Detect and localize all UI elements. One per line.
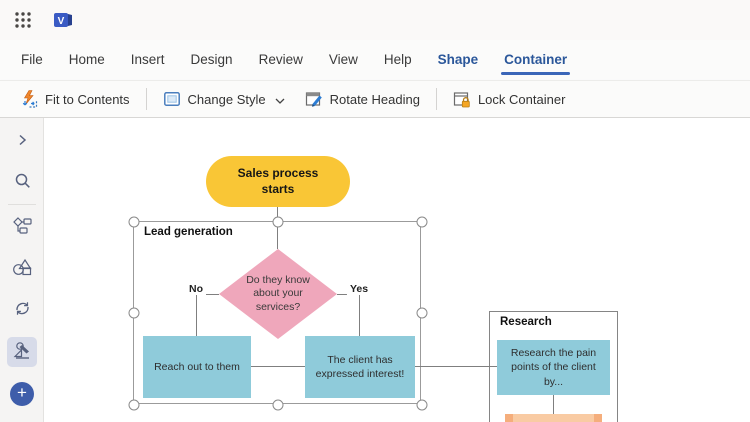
no-edge-label[interactable]: No	[186, 283, 206, 295]
selection-handle[interactable]	[128, 216, 140, 228]
connector-interest-research[interactable]	[415, 366, 497, 367]
drawing-tools-button[interactable]	[7, 337, 37, 367]
chevron-right-icon	[14, 132, 30, 153]
start-shape[interactable]: Sales process starts	[206, 156, 350, 207]
start-shape-label: Sales process starts	[237, 165, 319, 196]
menu-file[interactable]: File	[21, 52, 43, 67]
selection-handle[interactable]	[128, 399, 140, 411]
selection-handle[interactable]	[416, 307, 428, 319]
change-style-icon	[163, 90, 181, 108]
connector-no-h[interactable]	[196, 294, 219, 295]
menu-design[interactable]: Design	[190, 52, 233, 67]
connector-no-v[interactable]	[196, 294, 197, 336]
selection-handle[interactable]	[272, 399, 284, 411]
toolbar-divider	[145, 88, 147, 110]
research-title: Research	[500, 316, 552, 328]
research-task-shape[interactable]: Research the pain points of the client b…	[497, 340, 610, 395]
menu-home[interactable]: Home	[68, 52, 105, 67]
tab-shape[interactable]: Shape	[437, 52, 479, 67]
tab-container[interactable]: Container	[491, 40, 580, 80]
toolbar-divider	[435, 88, 437, 110]
sidebar-divider	[8, 204, 36, 205]
shapes-panel-button[interactable]	[7, 212, 37, 242]
fit-to-contents-button[interactable]: Fit to Contents	[10, 85, 140, 113]
svg-text:V: V	[58, 16, 65, 27]
change-style-label: Change Style	[187, 91, 266, 107]
connector-yes-v[interactable]	[359, 294, 360, 336]
selection-handle[interactable]	[128, 307, 140, 319]
ribbon-toolbar: Fit to Contents Change Style Rotate Head…	[0, 80, 750, 118]
diagram-canvas[interactable]: Sales process starts Lead generation Do …	[44, 118, 750, 422]
lock-container-label: Lock Container	[477, 91, 566, 107]
fit-to-contents-label: Fit to Contents	[45, 91, 130, 107]
visio-logo-icon[interactable]: V	[52, 10, 74, 30]
selection-handle[interactable]	[416, 216, 428, 228]
rotate-heading-icon	[305, 90, 323, 108]
interest-shape[interactable]: The client has expressed interest!	[305, 336, 415, 398]
change-style-button[interactable]: Change Style	[153, 85, 295, 113]
reach-out-label: Reach out to them	[154, 360, 240, 373]
connector-research-subprocess[interactable]	[553, 395, 554, 414]
menu-insert[interactable]: Insert	[130, 52, 165, 67]
add-page-button[interactable]: +	[10, 382, 34, 406]
lead-generation-container[interactable]: Lead generation	[128, 216, 428, 411]
decision-label: Do they know about your services?	[246, 273, 310, 313]
connector-start-decision[interactable]	[277, 207, 278, 249]
search-icon	[14, 172, 31, 194]
subprocess-shape[interactable]	[505, 414, 602, 422]
flowchart-shapes-icon	[12, 215, 32, 240]
lock-container-icon	[453, 90, 471, 108]
selection-handle[interactable]	[272, 216, 284, 228]
selection-handle[interactable]	[416, 399, 428, 411]
interest-label: The client has expressed interest!	[315, 353, 405, 380]
sync-icon	[13, 299, 32, 323]
lead-generation-title: Lead generation	[144, 226, 233, 238]
shapes-icon	[12, 257, 32, 282]
rotate-heading-button[interactable]: Rotate Heading	[295, 85, 430, 113]
lock-container-button[interactable]: Lock Container	[443, 85, 575, 113]
research-task-label: Research the pain points of the client b…	[510, 347, 597, 388]
app-bar: V	[0, 0, 750, 40]
yes-edge-label[interactable]: Yes	[346, 283, 372, 295]
rotate-heading-label: Rotate Heading	[329, 91, 420, 107]
menu-help[interactable]: Help	[383, 52, 412, 67]
drawing-tools-icon	[12, 340, 32, 365]
reach-out-shape[interactable]: Reach out to them	[143, 336, 251, 398]
subprocess-left-bar	[505, 414, 513, 422]
fit-to-contents-icon	[20, 90, 38, 108]
search-button[interactable]	[7, 168, 37, 198]
basic-shapes-button[interactable]	[7, 254, 37, 284]
main-area: + Sales process starts Lead generation D…	[0, 118, 750, 422]
left-sidebar: +	[0, 118, 44, 422]
menu-view[interactable]: View	[328, 52, 358, 67]
refresh-data-button[interactable]	[7, 296, 37, 326]
expand-panel-button[interactable]	[7, 127, 37, 157]
menu-review[interactable]: Review	[258, 52, 303, 67]
app-launcher-icon[interactable]	[14, 11, 32, 29]
menu-bar: File Home Insert Design Review View Help…	[0, 40, 750, 80]
connector-reach-interest[interactable]	[251, 366, 305, 367]
chevron-down-icon	[275, 92, 285, 107]
subprocess-right-bar	[594, 414, 602, 422]
